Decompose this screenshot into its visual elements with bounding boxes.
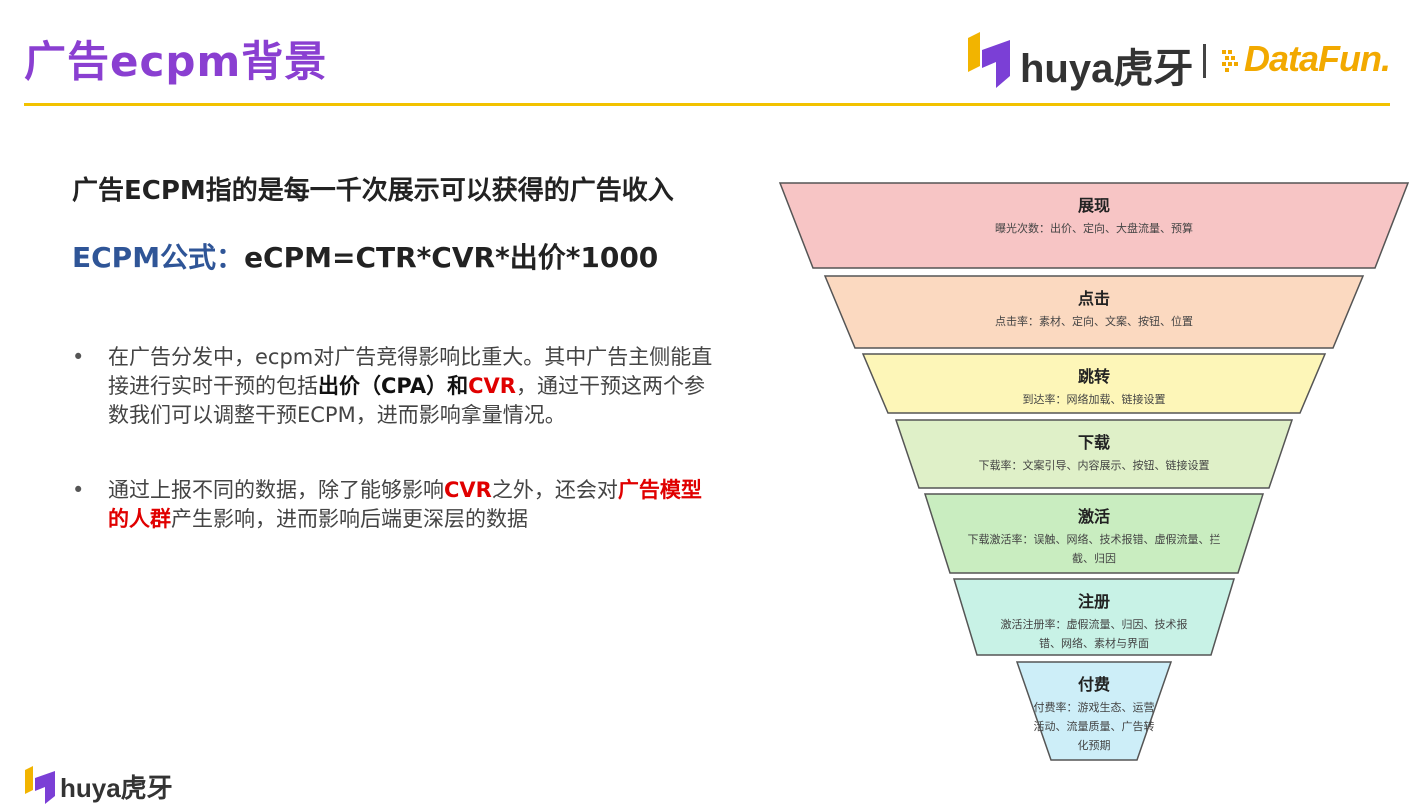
funnel-stage [894, 419, 1294, 489]
title-divider [24, 103, 1390, 106]
bullet-segment: 在广告分发中，ecpm对广告竞得影响比重大。其中广告主侧能直接进行实时干预的包括 [108, 345, 713, 398]
logo-separator [1203, 44, 1206, 78]
funnel-stage [923, 493, 1265, 574]
funnel-stage-desc: 付费率：游戏生态、运营 [1034, 700, 1155, 714]
funnel-stage-title: 下载 [1078, 433, 1110, 452]
funnel-stage [1015, 661, 1173, 761]
funnel-stage-title: 激活 [1078, 507, 1110, 526]
funnel-stage-desc: 错、网络、素材与界面 [1039, 636, 1149, 650]
bullet-marker: • [72, 345, 85, 369]
funnel-stage [952, 578, 1236, 656]
funnel-stage-desc: 下载率：文案引导、内容展示、按钮、链接设置 [979, 458, 1210, 472]
headline-text: 广告ECPM指的是每一千次展示可以获得的广告收入 [72, 176, 674, 206]
footer-logo-text: huya虎牙 [60, 773, 173, 803]
huya-logo-text: huya虎牙 [1020, 47, 1194, 91]
bullet-segment: 产生影响，进而影响后端更深层的数据 [171, 507, 528, 531]
bullet-highlight-red: 广告模型的人群 [108, 478, 702, 531]
bullet-segment: 通过上报不同的数据，除了能够影响 [108, 478, 444, 502]
huya-logo-icon [968, 32, 1010, 88]
bullet-text: 通过上报不同的数据，除了能够影响CVR之外，还会对广告模型的人群产生影响，进而影… [108, 476, 720, 534]
funnel-stage-desc: 激活注册率：虚假流量、归因、技术报 [1001, 617, 1188, 631]
bullet-marker: • [72, 478, 85, 502]
bullet-text: 在广告分发中，ecpm对广告竞得影响比重大。其中广告主侧能直接进行实时干预的包括… [108, 343, 720, 430]
datafun-dots-icon [1222, 50, 1238, 72]
funnel-stage-desc: 活动、流量质量、广告转 [1034, 719, 1155, 733]
funnel-stage [778, 182, 1410, 269]
funnel-stage-title: 点击 [1078, 289, 1110, 308]
bullet-highlight-red: CVR [444, 478, 492, 502]
funnel-stage-desc: 曝光次数：出价、定向、大盘流量、预算 [995, 221, 1193, 235]
funnel-stage [861, 353, 1327, 414]
header-logos: huya虎牙 DataFun. [958, 22, 1396, 98]
funnel-stage-title: 展现 [1078, 196, 1110, 215]
funnel-stage-desc: 化预期 [1078, 738, 1111, 752]
huya-logo-icon [25, 766, 55, 804]
page-title: 广告ecpm背景 [24, 37, 328, 86]
formula-expression: eCPM=CTR*CVR*出价*1000 [244, 241, 659, 274]
funnel-stage-title: 跳转 [1078, 367, 1110, 386]
funnel-stage-desc: 点击率：素材、定向、文案、按钮、位置 [995, 314, 1193, 328]
funnel-stage [823, 275, 1365, 349]
funnel-stage-title: 注册 [1078, 592, 1110, 611]
datafun-logo-text: DataFun. [1244, 38, 1391, 79]
bullet-segment: ，通过干预这两个参数我们可以调整干预ECPM，进而影响拿量情况。 [108, 374, 705, 427]
bullet-highlight-red: CVR [468, 374, 516, 398]
bullet-segment: 之外，还会对 [491, 478, 618, 502]
formula-label: ECPM公式： [72, 241, 245, 274]
funnel-stage-title: 付费 [1078, 675, 1110, 694]
funnel-stage-desc: 截、归因 [1072, 551, 1116, 565]
funnel-stage-desc: 到达率：网络加载、链接设置 [1023, 392, 1166, 406]
ecpm-formula: ECPM公式：eCPM=CTR*CVR*出价*1000 [72, 236, 658, 276]
bullet-highlight: 出价（CPA）和 [318, 374, 469, 398]
funnel-stage-desc: 下载激活率：误触、网络、技术报错、虚假流量、拦 [968, 532, 1221, 546]
